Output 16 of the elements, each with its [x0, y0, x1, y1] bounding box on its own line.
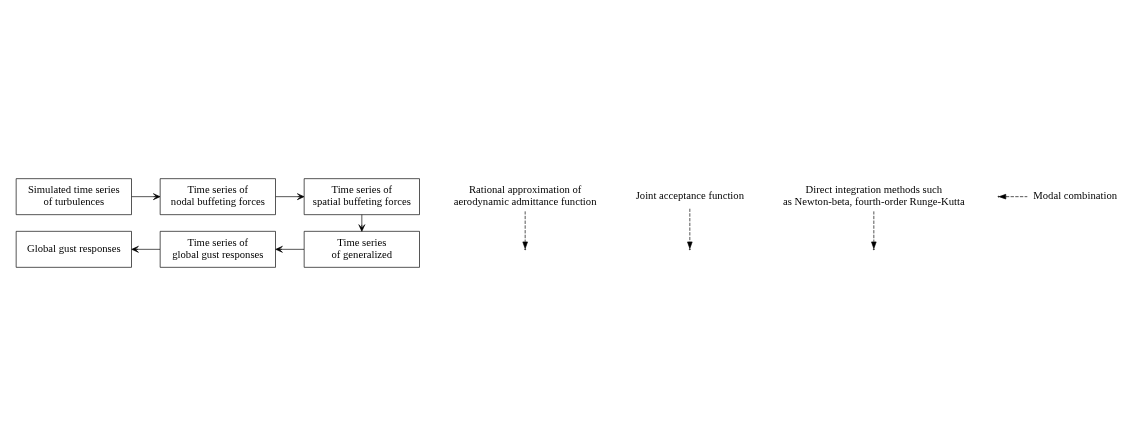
- node-box: Time series of global gust responses: [159, 230, 276, 268]
- node-box: Time series of spatial buffeting forces: [303, 177, 420, 215]
- arrow: [275, 192, 305, 200]
- arrow: [358, 213, 366, 232]
- arrow: [131, 192, 161, 200]
- node-text: Joint acceptance function: [635, 189, 744, 201]
- arrow: [131, 245, 161, 253]
- node-text: Modal combination: [1033, 189, 1118, 201]
- node-box: Time series of nodal buffeting forces: [159, 177, 276, 215]
- node-box: Global gust responses: [15, 230, 132, 268]
- node-text: Rational approximation of aerodynamic admittance function: [453, 183, 597, 207]
- arrow: [998, 193, 1028, 199]
- arrow: [275, 245, 305, 253]
- node-box: Time series of generalized: [303, 230, 420, 268]
- node-text: Direct integration methods such as Newton-beta, fourth-order Runge-Kutta: [782, 183, 965, 207]
- node-box: Simulated time series of turbulences: [15, 177, 132, 215]
